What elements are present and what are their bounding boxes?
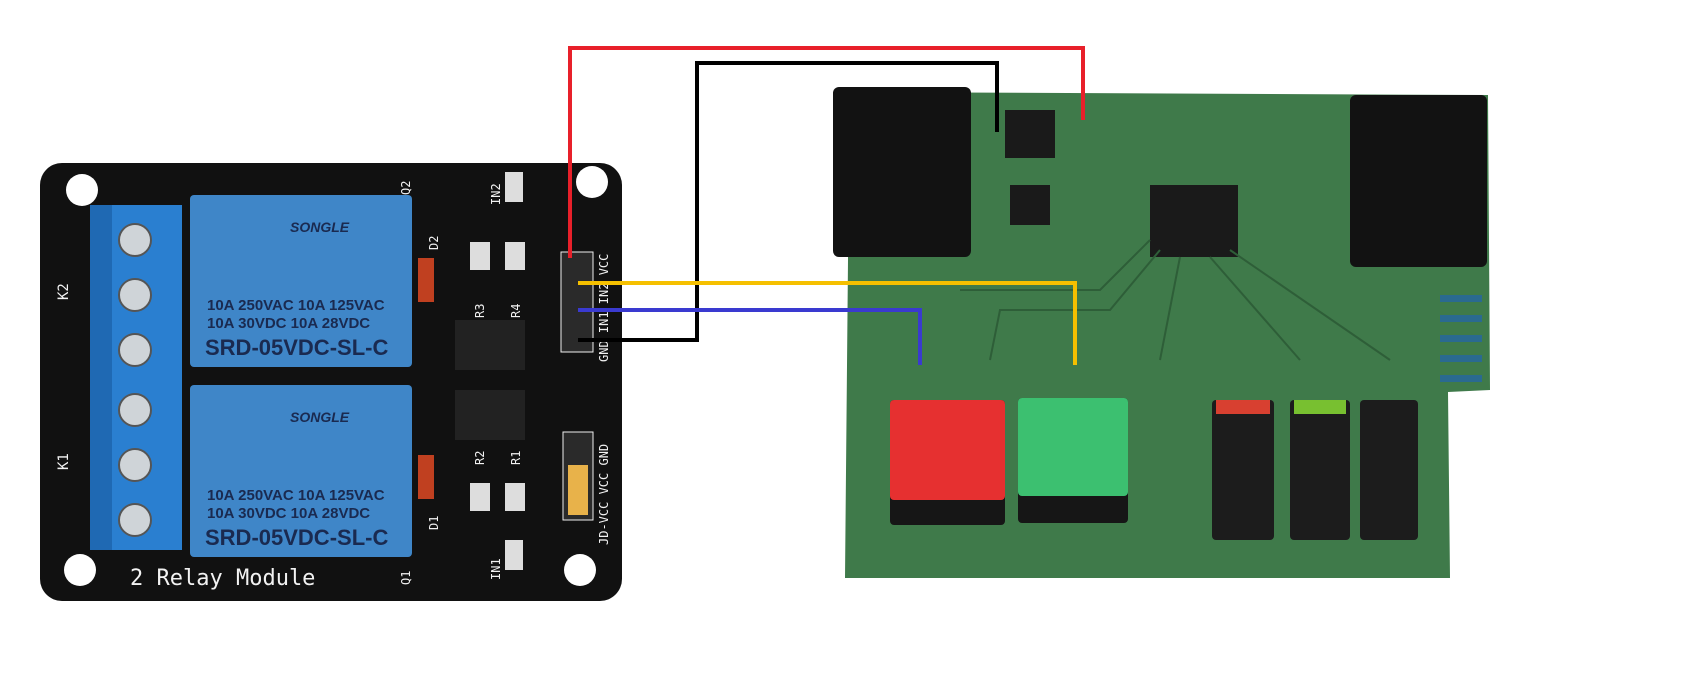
voltage-regulator: [1005, 110, 1055, 158]
terminal-block: [90, 205, 182, 550]
svg-text:SONGLE: SONGLE: [290, 219, 350, 235]
svg-text:R4: R4: [509, 304, 523, 318]
rj-connector-left: [833, 87, 971, 257]
jack-red: [1212, 400, 1274, 540]
input-header-label: GND IN1 IN2 VCC: [597, 254, 611, 362]
svg-text:K2: K2: [56, 283, 72, 300]
svg-text:Q1: Q1: [399, 571, 413, 585]
svg-text:Q2: Q2: [399, 181, 413, 195]
module-title: 2 Relay Module: [130, 566, 315, 591]
green-button: [1018, 398, 1128, 496]
mount-hole: [576, 166, 608, 198]
wire-vcc-red: [568, 46, 1085, 258]
optocoupler: [455, 390, 525, 440]
svg-text:D2: D2: [427, 236, 441, 250]
svg-text:D1: D1: [427, 516, 441, 530]
mount-hole: [564, 554, 596, 586]
svg-text:R3: R3: [473, 304, 487, 318]
svg-text:10A 30VDC 10A 28VDC: 10A 30VDC 10A 28VDC: [207, 315, 370, 332]
svg-text:10A 30VDC 10A 28VDC: 10A 30VDC 10A 28VDC: [207, 505, 370, 522]
svg-text:10A 250VAC 10A 125VAC: 10A 250VAC 10A 125VAC: [207, 297, 385, 314]
input-header: [560, 251, 594, 353]
rj-connector-right: [1350, 95, 1487, 267]
svg-text:SONGLE: SONGLE: [290, 409, 350, 425]
red-button: [890, 400, 1005, 500]
control-pcb: [833, 87, 1490, 578]
wire-gnd-black: [578, 61, 999, 342]
wire-in2-blue: [578, 308, 922, 365]
svg-text:R2: R2: [473, 451, 487, 465]
microcontroller-chip: [1150, 185, 1238, 257]
svg-text:JD-VCC VCC GND: JD-VCC VCC GND: [597, 444, 611, 545]
jack-green: [1290, 400, 1350, 540]
svg-text:R1: R1: [509, 451, 523, 465]
svg-text:IN1: IN1: [489, 558, 503, 580]
relay-module-board: SONGLE 10A 250VAC 10A 125VAC 10A 30VDC 1…: [40, 163, 622, 601]
optocoupler: [455, 320, 525, 370]
wire-in1-yellow: [578, 281, 1077, 365]
mount-hole: [64, 554, 96, 586]
svg-text:K1: K1: [56, 453, 72, 470]
svg-text:SRD-05VDC-SL-C: SRD-05VDC-SL-C: [205, 525, 388, 550]
relay-k2: SONGLE 10A 250VAC 10A 125VAC 10A 30VDC 1…: [190, 195, 412, 367]
svg-text:10A 250VAC 10A 125VAC: 10A 250VAC 10A 125VAC: [207, 487, 385, 504]
mount-hole: [66, 174, 98, 206]
relay-k1: SONGLE 10A 250VAC 10A 125VAC 10A 30VDC 1…: [190, 385, 412, 557]
svg-text:IN2: IN2: [489, 183, 503, 205]
jack-black: [1360, 400, 1418, 540]
svg-text:SRD-05VDC-SL-C: SRD-05VDC-SL-C: [205, 335, 388, 360]
